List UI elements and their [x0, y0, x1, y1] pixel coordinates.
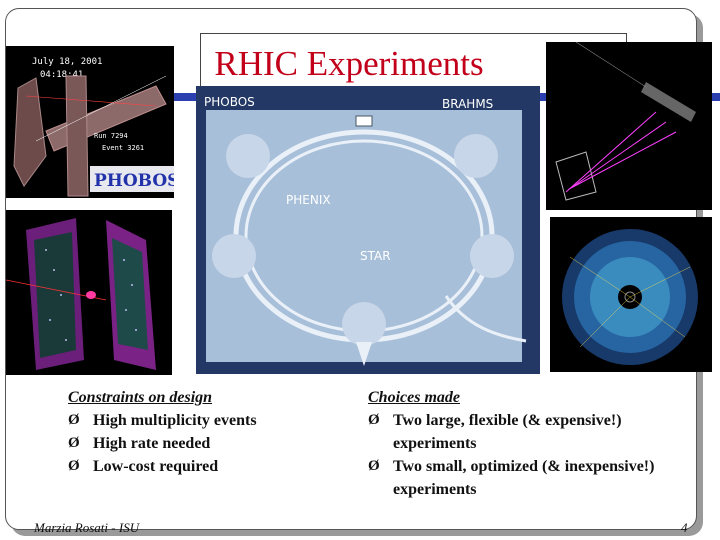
star-event-image: [550, 217, 712, 372]
phobos-event-image: July 18, 2001 04:18:41 Run 7294 Event 32…: [6, 46, 174, 198]
footer-author: Marzia Rosati - ISU: [34, 520, 140, 535]
choices-heading: Choices made: [368, 389, 460, 406]
phenix-event-image: [6, 210, 172, 375]
label-brahms: BRAHMS: [442, 97, 493, 111]
bullet-arrow-icon: Ø: [368, 412, 380, 428]
label-phenix: PHENIX: [286, 193, 331, 207]
event-run: Run 7294: [94, 132, 128, 140]
rhic-ring-map: PHOBOS BRAHMS PHENIX STAR: [196, 86, 540, 374]
label-star: STAR: [360, 249, 391, 263]
bullet-arrow-icon: Ø: [68, 412, 80, 428]
bullet-arrow-icon: Ø: [68, 435, 80, 451]
event-date: July 18, 2001: [32, 57, 102, 67]
page-number: 4: [681, 520, 688, 535]
event-time: 04:18:41: [40, 70, 83, 80]
bullet-arrow-icon: Ø: [68, 458, 80, 474]
event-number: Event 3261: [102, 144, 144, 152]
brahms-event-image: [546, 42, 712, 210]
phobos-logo: PHOBOS: [94, 171, 174, 191]
bullet-arrow-icon: Ø: [368, 458, 380, 474]
slide-title: RHIC Experiments: [214, 44, 484, 83]
constraints-heading: Constraints on design: [68, 389, 213, 406]
label-phobos: PHOBOS: [204, 95, 255, 109]
